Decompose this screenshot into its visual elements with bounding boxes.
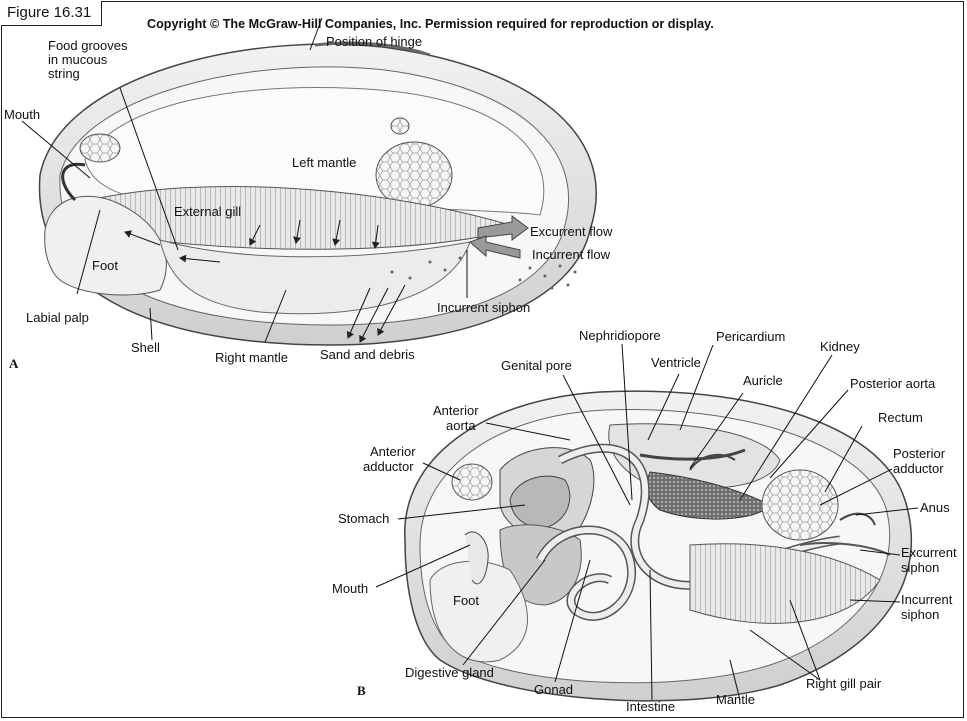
figure-label: Figure 16.31 [1, 1, 102, 26]
label-mouth-b: Mouth [332, 581, 368, 596]
label-digestive-gland: Digestive gland [405, 665, 494, 680]
label-sand-and-debris: Sand and debris [320, 347, 415, 362]
label-intestine: Intestine [626, 699, 675, 714]
label-excurrent-flow: Excurrent flow [530, 224, 613, 239]
label-incurrent-siphon-a: Incurrent siphon [437, 300, 530, 315]
label-anterior-aorta: Anterior aorta [433, 403, 482, 433]
label-position-of-hinge: Position of hinge [326, 34, 422, 49]
label-incurrent-siphon-b: Incurrent siphon [901, 592, 956, 622]
label-right-gill-pair: Right gill pair [806, 676, 882, 691]
label-stomach: Stomach [338, 511, 389, 526]
label-rectum: Rectum [878, 410, 923, 425]
label-anus: Anus [920, 500, 950, 515]
label-right-mantle: Right mantle [215, 350, 288, 365]
label-posterior-adductor: Posterior adductor [893, 446, 949, 476]
panel-b-illustration [405, 391, 912, 701]
label-gonad: Gonad [534, 682, 573, 697]
label-kidney: Kidney [820, 339, 860, 354]
copyright-notice: Copyright © The McGraw-Hill Companies, I… [147, 17, 714, 31]
label-genital-pore: Genital pore [501, 358, 572, 373]
panel-b-letter: B [357, 683, 366, 698]
label-food-grooves: Food grooves in mucous string [48, 38, 131, 81]
label-left-mantle: Left mantle [292, 155, 356, 170]
label-foot-b: Foot [453, 593, 479, 608]
label-labial-palp: Labial palp [26, 310, 89, 325]
label-mouth-a: Mouth [4, 107, 40, 122]
label-anterior-adductor: Anterior adductor [363, 444, 419, 474]
panel-a-letter: A [9, 356, 19, 371]
label-external-gill: External gill [174, 204, 241, 219]
label-ventricle: Ventricle [651, 355, 701, 370]
label-nephridiopore: Nephridiopore [579, 328, 661, 343]
label-pericardium: Pericardium [716, 329, 785, 344]
label-mantle: Mantle [716, 692, 755, 707]
label-foot-a: Foot [92, 258, 118, 273]
label-posterior-aorta: Posterior aorta [850, 376, 936, 391]
label-shell: Shell [131, 340, 160, 355]
label-auricle: Auricle [743, 373, 783, 388]
label-incurrent-flow: Incurrent flow [532, 247, 611, 262]
label-excurrent-siphon: Excurrent siphon [901, 545, 960, 575]
